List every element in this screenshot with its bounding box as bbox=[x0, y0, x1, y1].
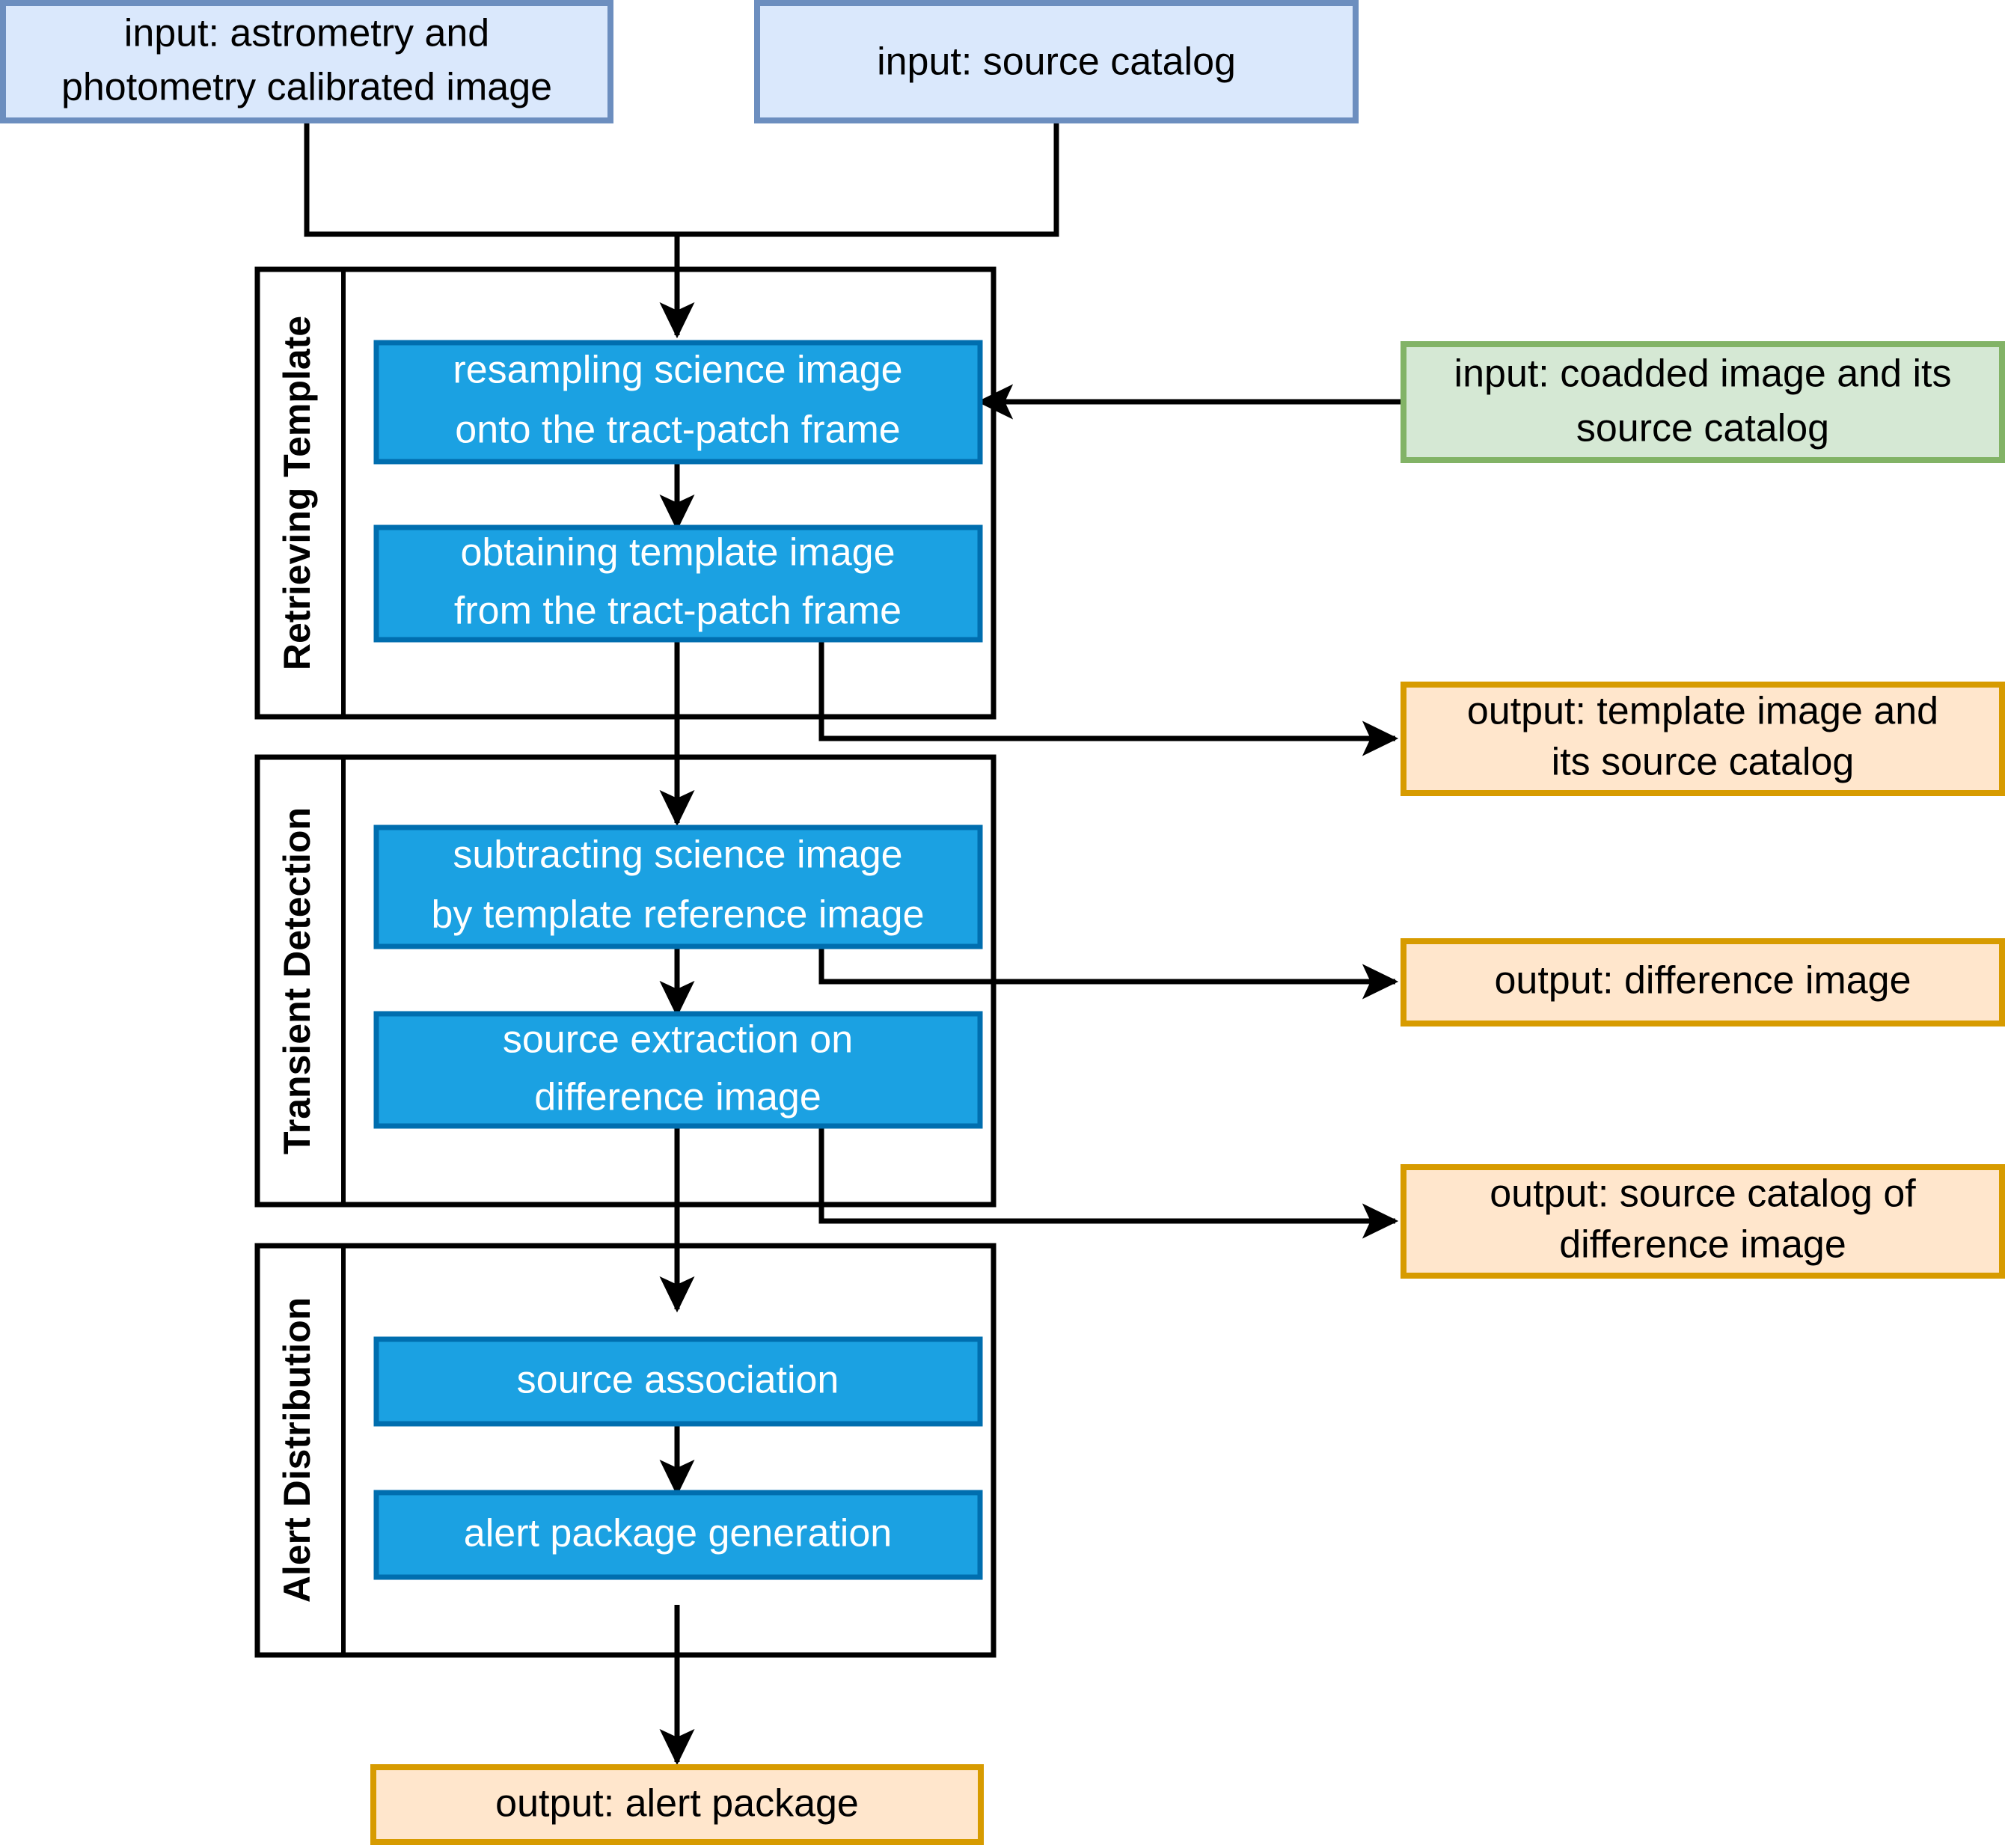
input-calibrated-image-line1: input: astrometry and bbox=[124, 12, 489, 55]
lane-retrieving-template: Retrieving Template resampling science i… bbox=[254, 266, 997, 720]
input-calibrated-image-line2: photometry calibrated image bbox=[61, 66, 552, 109]
input-coadded-image[interactable]: input: coadded image and its source cata… bbox=[1401, 341, 2005, 463]
output-alert-package[interactable]: output: alert package bbox=[370, 1764, 984, 1845]
step-resampling[interactable]: resampling science image onto the tract-… bbox=[373, 340, 983, 465]
output-difference-image-label: output: difference image bbox=[1495, 959, 1911, 1003]
output-difference-catalog[interactable]: output: source catalog of difference ima… bbox=[1401, 1164, 2005, 1279]
step-source-extraction-line2: difference image bbox=[534, 1076, 821, 1119]
input-source-catalog[interactable]: input: source catalog bbox=[754, 0, 1359, 123]
step-source-association[interactable]: source association bbox=[373, 1336, 983, 1427]
input-coadded-image-line1: input: coadded image and its bbox=[1454, 352, 1952, 396]
edge-subtracting-to-output bbox=[818, 946, 1399, 1000]
edge-catalog-to-bus bbox=[677, 75, 1059, 237]
step-alert-package-generation-label: alert package generation bbox=[464, 1512, 892, 1555]
step-source-extraction-line1: source extraction on bbox=[503, 1018, 853, 1062]
output-difference-catalog-line2: difference image bbox=[1559, 1223, 1846, 1267]
edge-template-to-output bbox=[818, 640, 1399, 756]
input-source-catalog-label: input: source catalog bbox=[877, 40, 1236, 84]
step-subtracting-line1: subtracting science image bbox=[453, 833, 902, 877]
input-coadded-image-line2: source catalog bbox=[1576, 407, 1829, 450]
step-obtaining-template-line1: obtaining template image bbox=[460, 531, 895, 575]
step-resampling-line2: onto the tract-patch frame bbox=[455, 409, 900, 452]
output-difference-catalog-line1: output: source catalog of bbox=[1490, 1172, 1916, 1216]
lane-alert-distribution: Alert Distribution source association al… bbox=[254, 1243, 997, 1658]
step-resampling-line1: resampling science image bbox=[453, 349, 902, 392]
step-obtaining-template[interactable]: obtaining template image from the tract-… bbox=[373, 524, 983, 643]
step-source-association-label: source association bbox=[517, 1359, 839, 1402]
output-alert-package-label: output: alert package bbox=[495, 1782, 859, 1826]
lane-label-transient-detection: Transient Detection bbox=[276, 807, 318, 1154]
step-source-extraction[interactable]: source extraction on difference image bbox=[373, 1011, 983, 1129]
lane-label-alert-distribution: Alert Distribution bbox=[276, 1297, 318, 1603]
lane-label-retrieving-template: Retrieving Template bbox=[276, 316, 318, 670]
step-subtracting-line2: by template reference image bbox=[431, 893, 924, 937]
step-alert-package-generation[interactable]: alert package generation bbox=[373, 1490, 983, 1580]
edge-calibrated-to-bus bbox=[304, 75, 677, 237]
input-calibrated-image[interactable]: input: astrometry and photometry calibra… bbox=[0, 0, 613, 123]
output-template-image-line1: output: template image and bbox=[1467, 690, 1938, 733]
output-template-image-line2: its source catalog bbox=[1552, 741, 1855, 784]
step-subtracting[interactable]: subtracting science image by template re… bbox=[373, 824, 983, 949]
output-difference-image[interactable]: output: difference image bbox=[1401, 938, 2005, 1027]
step-obtaining-template-line2: from the tract-patch frame bbox=[454, 590, 902, 633]
lane-transient-detection: Transient Detection subtracting science … bbox=[254, 754, 997, 1208]
output-template-image[interactable]: output: template image and its source ca… bbox=[1401, 682, 2005, 796]
edge-extraction-to-output bbox=[818, 1126, 1399, 1239]
